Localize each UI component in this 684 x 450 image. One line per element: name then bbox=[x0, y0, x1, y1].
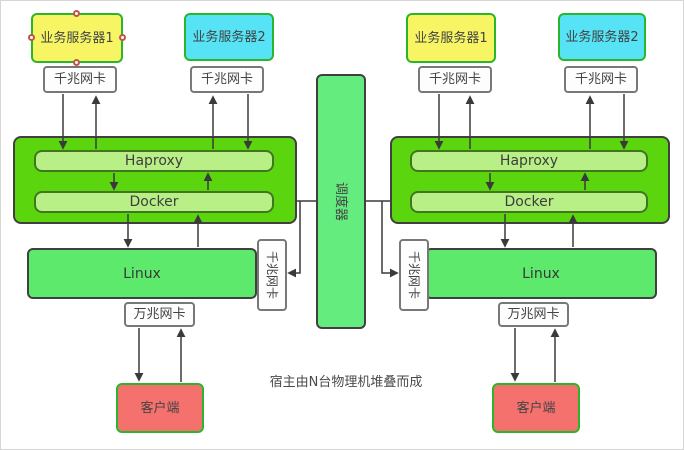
label: 千兆网卡 bbox=[574, 72, 627, 87]
node-10g-nic-right[interactable]: 万兆网卡 bbox=[498, 302, 569, 327]
label: Haproxy bbox=[499, 153, 559, 169]
node-business-server-2-right[interactable]: 业务服务器2 bbox=[558, 13, 646, 61]
label: 业务服务器2 bbox=[565, 29, 639, 45]
label: 万兆网卡 bbox=[507, 307, 560, 322]
node-haproxy-left[interactable]: Haproxy bbox=[34, 150, 274, 172]
node-side-gigabit-nic-left[interactable]: 千兆网卡 bbox=[257, 239, 287, 311]
label: 调度器 bbox=[333, 181, 349, 222]
node-gigabit-nic-2-left[interactable]: 千兆网卡 bbox=[190, 66, 264, 93]
label: 千兆网卡 bbox=[428, 72, 481, 87]
label: 千兆网卡 bbox=[265, 250, 280, 300]
selection-handle-top[interactable] bbox=[73, 10, 80, 17]
node-linux-right[interactable]: Linux bbox=[425, 248, 657, 299]
label: 业务服务器1 bbox=[414, 30, 488, 46]
node-side-gigabit-nic-right[interactable]: 千兆网卡 bbox=[399, 239, 429, 311]
caption-text[interactable]: 宿主由N台物理机堆叠而成 bbox=[269, 375, 423, 390]
label: 千兆网卡 bbox=[200, 72, 253, 87]
node-client-left[interactable]: 客户端 bbox=[116, 383, 204, 433]
node-business-server-1-right[interactable]: 业务服务器1 bbox=[406, 13, 496, 63]
label: Haproxy bbox=[124, 153, 184, 169]
node-gigabit-nic-1-left[interactable]: 千兆网卡 bbox=[43, 66, 117, 93]
label: 客户端 bbox=[140, 400, 180, 416]
label: 千兆网卡 bbox=[53, 72, 106, 87]
node-business-server-2-left[interactable]: 业务服务器2 bbox=[184, 13, 274, 61]
label: 万兆网卡 bbox=[133, 307, 186, 322]
node-gigabit-nic-1-right[interactable]: 千兆网卡 bbox=[418, 66, 492, 93]
label: Linux bbox=[522, 265, 560, 282]
node-client-right[interactable]: 客户端 bbox=[492, 383, 580, 433]
selection-handle-left[interactable] bbox=[28, 34, 35, 41]
node-business-server-1-left[interactable]: 业务服务器1 bbox=[28, 10, 126, 66]
selection-handle-right[interactable] bbox=[119, 34, 126, 41]
node-docker-left[interactable]: Docker bbox=[34, 191, 274, 213]
label: Linux bbox=[123, 265, 161, 282]
node-scheduler[interactable]: 调度器 bbox=[316, 74, 366, 329]
label: Docker bbox=[504, 194, 554, 210]
node-docker-right[interactable]: Docker bbox=[410, 191, 648, 213]
node-gigabit-nic-2-right[interactable]: 千兆网卡 bbox=[564, 66, 638, 93]
label: 业务服务器2 bbox=[192, 29, 266, 45]
node-linux-left[interactable]: Linux bbox=[27, 248, 257, 299]
label: 业务服务器1 bbox=[40, 30, 114, 46]
label: 千兆网卡 bbox=[407, 250, 422, 300]
node-haproxy-right[interactable]: Haproxy bbox=[410, 150, 648, 172]
selection-handle-bottom[interactable] bbox=[73, 59, 80, 66]
label: Docker bbox=[129, 194, 179, 210]
label: 客户端 bbox=[516, 400, 556, 416]
node-10g-nic-left[interactable]: 万兆网卡 bbox=[124, 302, 195, 327]
